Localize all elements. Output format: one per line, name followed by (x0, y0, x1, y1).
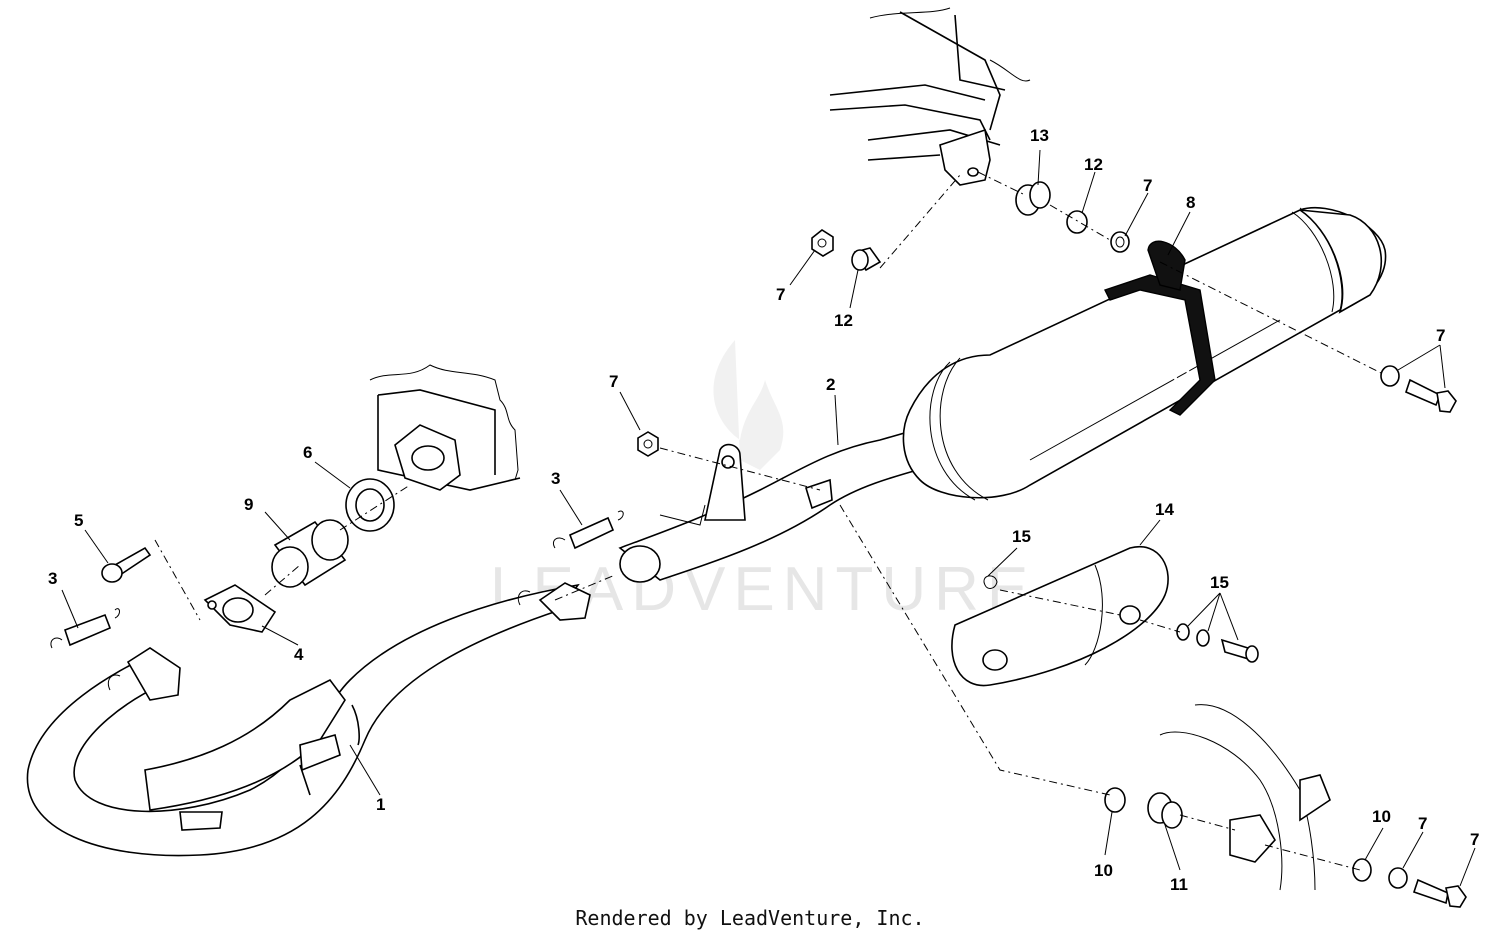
washer-7-top (1110, 231, 1130, 253)
callout-10-right: 10 (1372, 807, 1391, 826)
callout-12-right: 12 (1084, 155, 1103, 174)
collar-10-left (1104, 787, 1126, 813)
washers-bolt-15 (1176, 623, 1259, 663)
callout-9: 9 (244, 495, 253, 514)
watermark-logo (713, 340, 784, 470)
callout-5: 5 (74, 511, 83, 530)
callout-1: 1 (376, 795, 385, 814)
callout-14: 14 (1155, 500, 1174, 519)
callout-labels: 1 2 3 3 4 5 6 7 7 7 7 7 7 8 9 10 10 11 1… (48, 126, 1479, 894)
callout-7-top-left: 7 (776, 285, 785, 304)
callout-3-left: 3 (48, 569, 57, 588)
callout-6: 6 (303, 443, 312, 462)
callout-11: 11 (1170, 875, 1188, 894)
callout-2: 2 (826, 375, 835, 394)
header-pipe (26, 582, 591, 857)
callout-7-bottom-right: 7 (1470, 830, 1479, 849)
collar-12-left (851, 247, 882, 272)
frame-lower (1159, 704, 1331, 891)
collar-10-right (1352, 858, 1372, 882)
callout-3-mid: 3 (551, 469, 560, 488)
footer-credit: Rendered by LeadVenture, Inc. (575, 906, 925, 930)
spring-left (50, 608, 120, 649)
callout-12-left: 12 (834, 311, 853, 330)
spring-mid (552, 510, 624, 550)
nut-7-top (811, 229, 834, 257)
callout-15-left: 15 (1012, 527, 1031, 546)
callout-4: 4 (294, 645, 304, 664)
exhaust-flange (203, 584, 277, 633)
callout-8: 8 (1186, 193, 1195, 212)
callout-7-bottom-left: 7 (1418, 814, 1427, 833)
grommet-11 (1147, 792, 1183, 829)
callout-10-left: 10 (1094, 861, 1113, 880)
callout-15-right: 15 (1210, 573, 1229, 592)
callout-7-right: 7 (1436, 326, 1445, 345)
heat-shield (951, 545, 1169, 687)
nut-7-mid (637, 431, 659, 457)
washer-bolt-7-bottom (1388, 867, 1467, 908)
leader-lines (61, 149, 1476, 887)
washer-bolt-7-right (1380, 365, 1457, 413)
frame-upper (829, 7, 1031, 186)
muffler (902, 207, 1387, 501)
callout-13: 13 (1030, 126, 1049, 145)
clip-15-left (983, 575, 998, 589)
joint-pipe (271, 519, 349, 588)
grommet-13 (1015, 181, 1051, 216)
callout-7-mid: 7 (609, 372, 618, 391)
cylinder-head (369, 364, 521, 491)
bolt (101, 546, 152, 583)
callout-7-top: 7 (1143, 176, 1152, 195)
assembly-lines (154, 171, 1386, 871)
collar-12-right (1066, 210, 1088, 234)
gasket (345, 478, 395, 532)
